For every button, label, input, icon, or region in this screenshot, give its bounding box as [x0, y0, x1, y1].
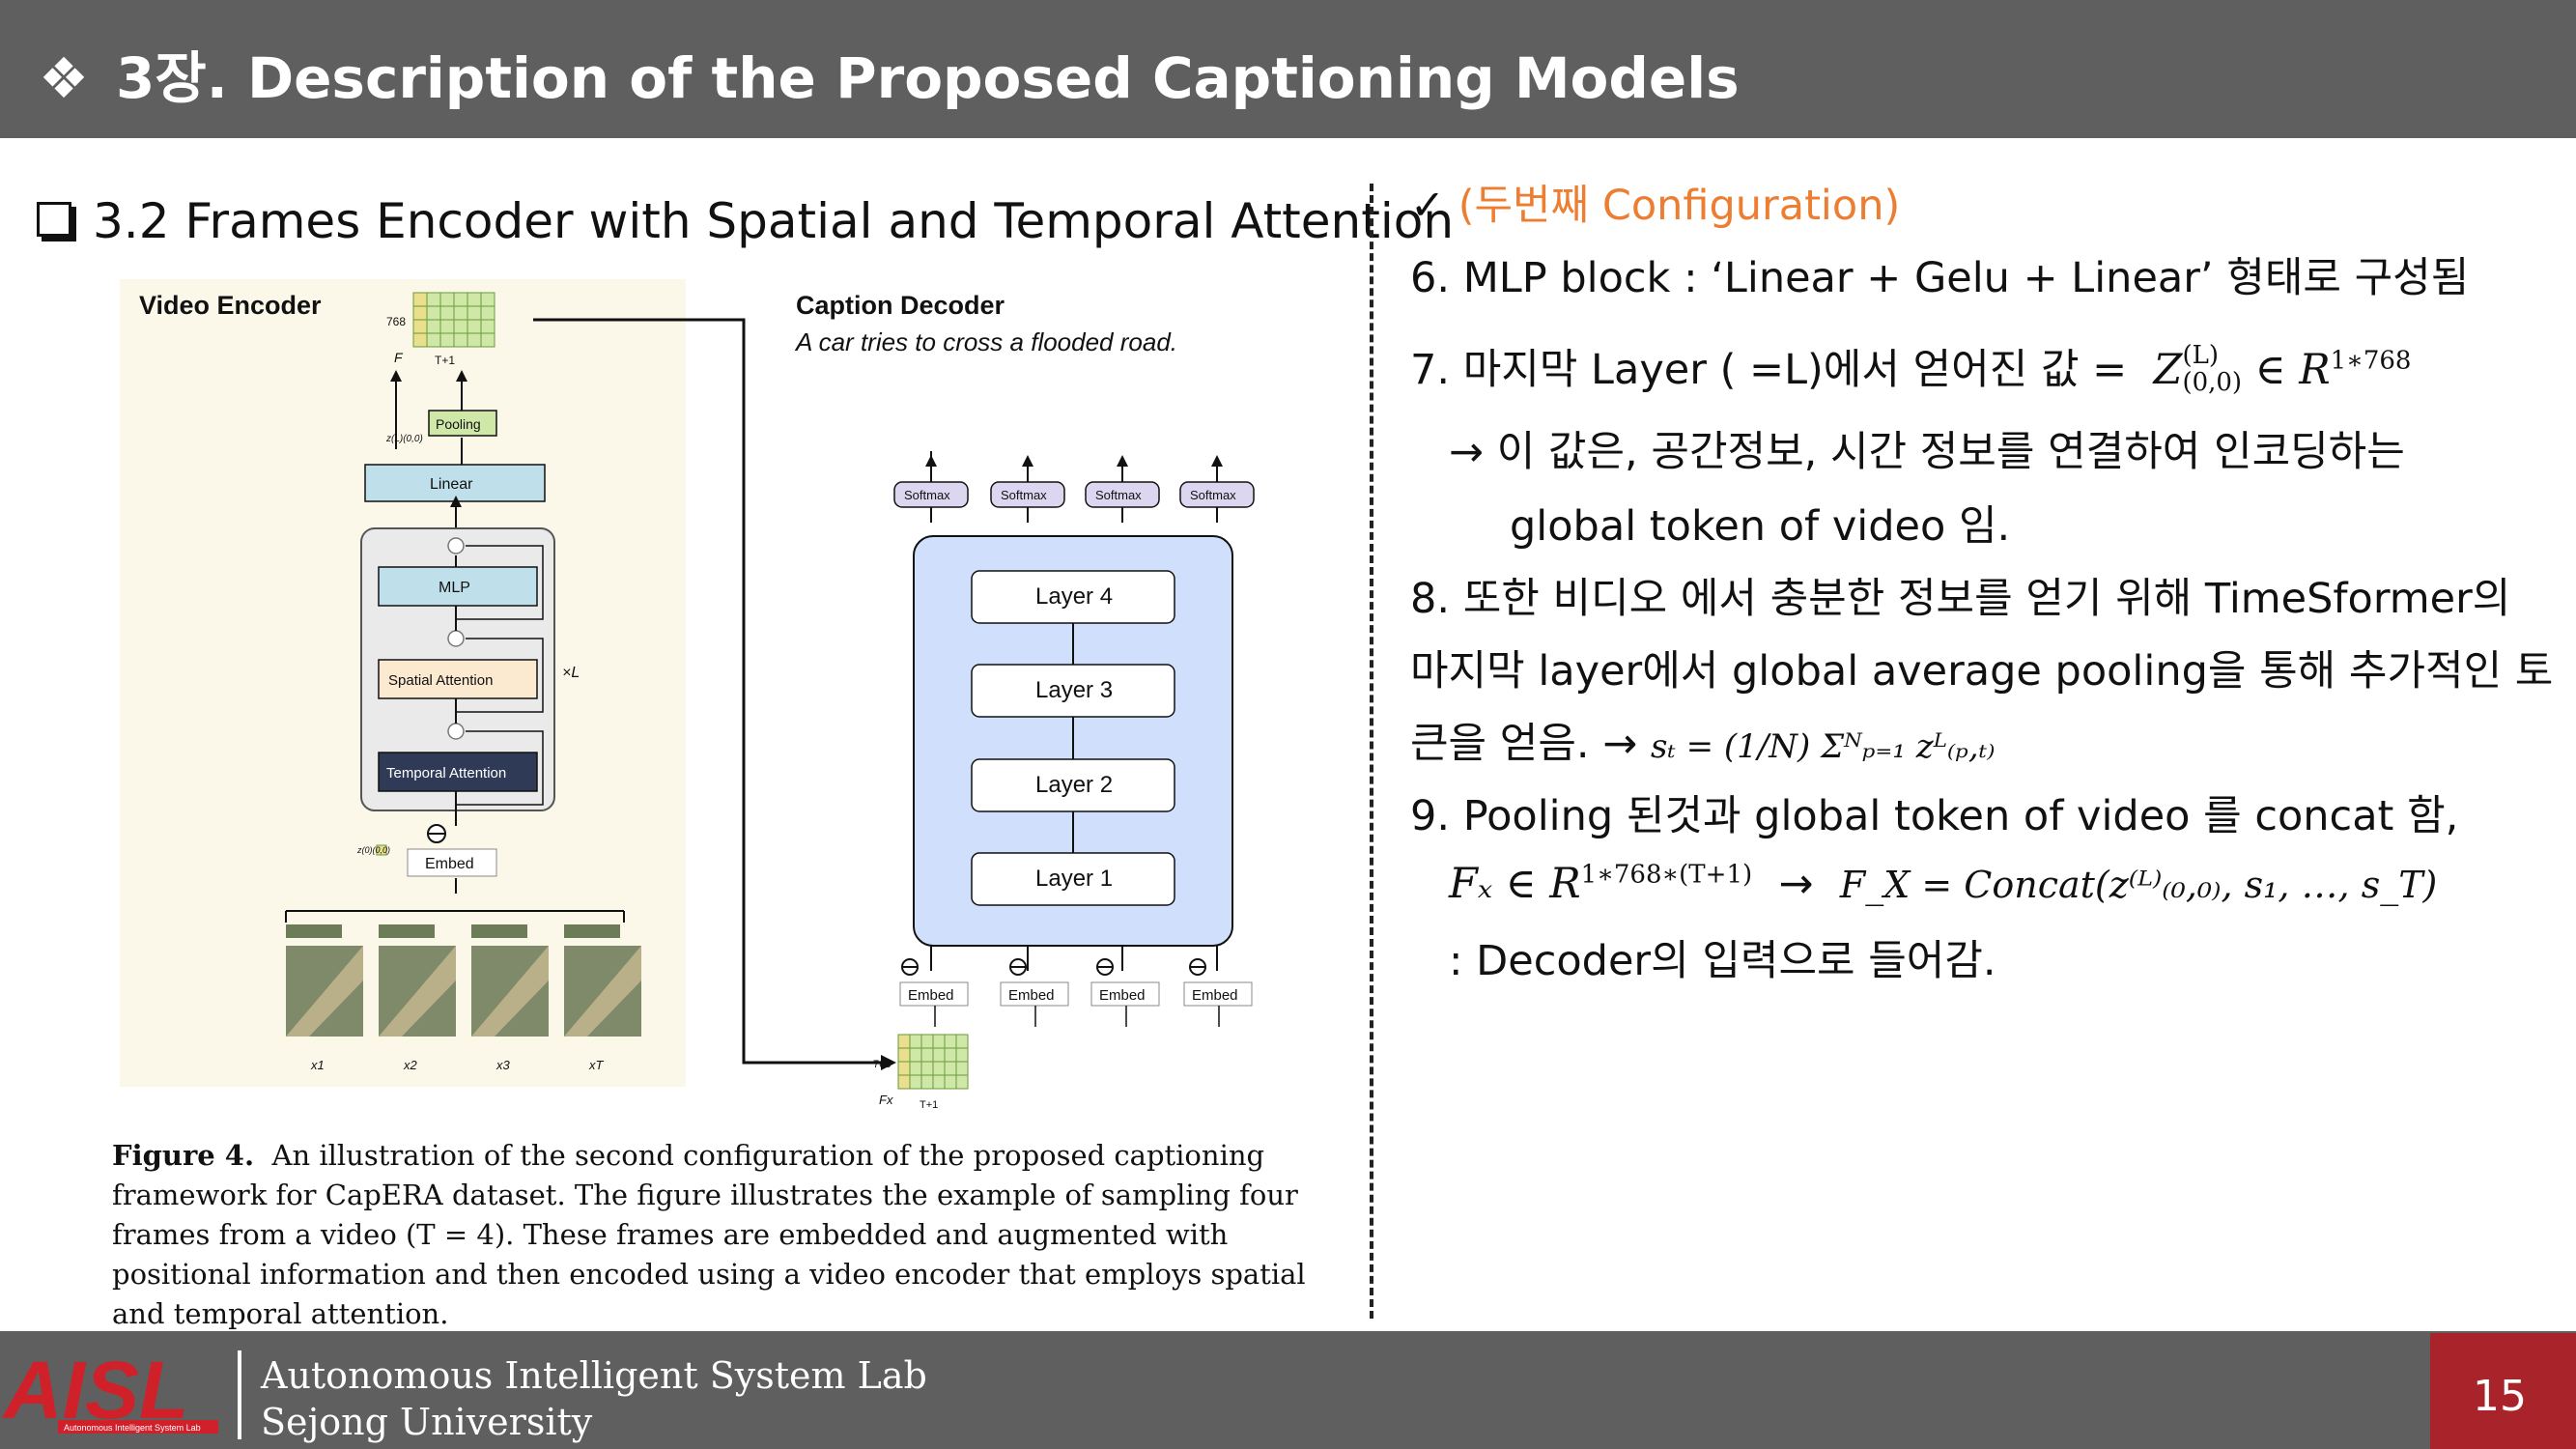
decoder-embed-4: Embed: [1192, 987, 1238, 1004]
xL-label: ×L: [562, 665, 580, 681]
university-name: Sejong University: [261, 1399, 927, 1445]
softmax-4: Softmax: [1190, 488, 1236, 502]
T1-label: T+1: [435, 354, 455, 367]
footer-separator: [238, 1350, 241, 1439]
example-caption: A car tries to cross a flooded road.: [794, 327, 1177, 356]
section-title-text: 3.2 Frames Encoder with Spatial and Temp…: [93, 193, 1454, 249]
slide-title-text: 3장. Description of the Proposed Captioni…: [116, 45, 1740, 111]
fx-label: Fx: [879, 1093, 893, 1107]
column-divider: [1370, 184, 1373, 1319]
fx-space: Fₓ ∈ R: [1449, 860, 1581, 908]
softmax-row: Softmax Softmax Softmax Softmax: [894, 451, 1254, 523]
F-label: F: [394, 350, 404, 365]
fx-dim-label: 768: [873, 1059, 891, 1070]
caption-text: An illustration of the second configurat…: [112, 1139, 1306, 1330]
architecture-figure: Video Encoder 768 F T+1 Pooling z(L)(0,0…: [97, 275, 1352, 1116]
z-output-label: z(L)(0,0): [385, 434, 423, 444]
temporal-attention-label: Temporal Attention: [386, 765, 506, 781]
diamond-bullet-icon: ❖: [39, 45, 89, 111]
item-9: 9. Pooling 된것과 global token of video 를 c…: [1410, 782, 2458, 842]
layer-4-label: Layer 4: [1035, 583, 1113, 610]
item-7-text: 7. 마지막 Layer ( =L)에서 얻어진 값 =: [1410, 346, 2127, 394]
layer-1-label: Layer 1: [1035, 866, 1113, 892]
check-icon: ✓: [1410, 182, 1445, 230]
layer-3-label: Layer 3: [1035, 677, 1113, 703]
item-7-tail: global token of video 임.: [1510, 493, 2010, 553]
mlp-label: MLP: [439, 580, 470, 596]
item-6: 6. MLP block : ‘Linear + Gelu + Linear’ …: [1410, 244, 2469, 304]
caption-label: Figure 4.: [112, 1139, 254, 1172]
fx-token-grid: [898, 1035, 910, 1089]
item-8a: 8. 또한 비디오 에서 충분한 정보를 얻기 위해 TimeSformer의: [1410, 565, 2510, 625]
decoder-embed-1: Embed: [908, 987, 954, 1004]
softmax-2: Softmax: [1001, 488, 1047, 502]
decoder-embeds: Embed Embed Embed Embed: [900, 959, 1252, 1027]
concat-formula: F_X = Concat(z⁽ᴸ⁾₍₀,₀₎, s₁, …, s_T): [1840, 864, 2438, 906]
slide-title: ❖ 3장. Description of the Proposed Caption…: [39, 33, 1740, 114]
page-number: 15: [2473, 1372, 2527, 1421]
checkbox-bullet-icon: [37, 202, 71, 237]
st-formula: sₜ = (1/N) Σᴺₚ₌₁ zᴸ₍ₚ,ₜ₎: [1651, 727, 1995, 766]
lab-name: Autonomous Intelligent System Lab: [261, 1352, 927, 1399]
section-title: 3.2 Frames Encoder with Spatial and Temp…: [37, 193, 1454, 249]
config-line: ✓ (두번째 Configuration): [1410, 172, 1900, 232]
softmax-3: Softmax: [1095, 488, 1142, 502]
frame-label-4: xT: [588, 1058, 605, 1072]
video-encoder-label: Video Encoder: [139, 291, 322, 320]
item-8c-text: 큰을 얻음. →: [1410, 720, 1637, 768]
layer-2-label: Layer 2: [1035, 772, 1113, 798]
frame-label-3: x3: [495, 1058, 511, 1072]
linear-label: Linear: [430, 476, 473, 493]
decoder-embed-2: Embed: [1008, 987, 1055, 1004]
z0-label: z(0)(0,0): [356, 845, 390, 855]
pooling-label: Pooling: [436, 416, 481, 432]
frame-label-2: x2: [403, 1058, 418, 1072]
item-7: 7. 마지막 Layer ( =L)에서 얻어진 값 = Z(L)(0,0) ∈…: [1410, 336, 2411, 400]
decoder-embed-3: Embed: [1099, 987, 1146, 1004]
item-9-tail: : Decoder의 입력으로 들어감.: [1449, 927, 1996, 987]
frame-label-1: x1: [310, 1058, 325, 1072]
output-token-grid: [413, 293, 427, 347]
softmax-1: Softmax: [904, 488, 950, 502]
spatial-attention-label: Spatial Attention: [388, 672, 493, 689]
slide-header: ❖ 3장. Description of the Proposed Caption…: [0, 0, 2576, 138]
fx-T1-label: T+1: [920, 1099, 938, 1111]
aisl-logo: AISL Autonomous Intelligent System Lab: [0, 1343, 222, 1439]
caption-decoder-label: Caption Decoder: [796, 291, 1005, 320]
logo-sub: Autonomous Intelligent System Lab: [64, 1423, 201, 1433]
dim-768-label: 768: [386, 315, 406, 328]
figure-caption: Figure 4. An illustration of the second …: [112, 1136, 1339, 1334]
config-text: (두번째 Configuration): [1458, 182, 1901, 230]
encoder-embed-label: Embed: [425, 856, 474, 872]
lab-info: Autonomous Intelligent System Lab Sejong…: [261, 1352, 927, 1445]
item-9-formula: Fₓ ∈ R1∗768∗(T+1) → F_X = Concat(z⁽ᴸ⁾₍₀,…: [1449, 860, 2437, 908]
arrow-icon: →: [1778, 860, 1813, 908]
item-7-continuation: → 이 값은, 공간정보, 시간 정보를 연결하여 인코딩하는: [1449, 418, 2405, 478]
item-8b: 마지막 layer에서 global average pooling을 통해 추…: [1410, 638, 2553, 697]
item-8c: 큰을 얻음. → sₜ = (1/N) Σᴺₚ₌₁ zᴸ₍ₚ,ₜ₎: [1410, 710, 1995, 770]
item-7-math: Z(L)(0,0) ∈ R1∗768: [2154, 346, 2412, 394]
